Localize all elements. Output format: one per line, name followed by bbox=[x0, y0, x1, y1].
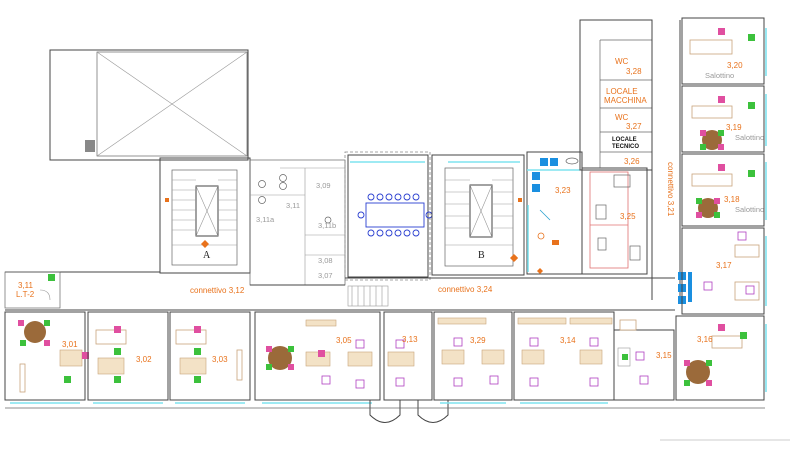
equipment-icon bbox=[532, 184, 540, 192]
round-table bbox=[686, 360, 710, 384]
chair-icon bbox=[748, 34, 755, 41]
locale-tecnico-label-1: LOCALE bbox=[612, 137, 637, 143]
salottino-3: Salottino bbox=[735, 205, 764, 214]
room-label-3-18: 3,18 bbox=[724, 195, 740, 204]
room-label-lt2: L.T-2 bbox=[16, 290, 35, 299]
locale-macchina-label-1: LOCALE bbox=[606, 87, 638, 96]
salottino-2: Salottino bbox=[735, 133, 764, 142]
locale-macchina-label-2: MACCHINA bbox=[604, 96, 647, 105]
room-label-3-25: 3,25 bbox=[620, 212, 636, 221]
round-table bbox=[24, 321, 46, 343]
stair-a-label: A bbox=[203, 250, 211, 261]
room-label-3-11a: 3,11a bbox=[256, 215, 275, 224]
stair-b: B bbox=[431, 154, 525, 276]
room-label-3-11-lt: 3,11 bbox=[18, 281, 34, 290]
room-label-3-11b: 3,11b bbox=[318, 221, 336, 230]
room-label-3-17: 3,17 bbox=[716, 261, 732, 270]
equipment-icon bbox=[540, 158, 548, 166]
round-table bbox=[268, 346, 292, 370]
service-column-right: WC 3,28 LOCALE MACCHINA WC 3,27 LOCALE T… bbox=[579, 19, 653, 171]
meeting-room bbox=[344, 151, 433, 281]
room-label-3-28: 3,28 bbox=[626, 67, 642, 76]
room-label-3-19: 3,19 bbox=[726, 123, 742, 132]
locale-tecnico-label-2: TECNICO bbox=[612, 144, 639, 150]
right-offices: 3,20 Salottino 3,19 Salottino 3,18 Salot… bbox=[675, 17, 767, 401]
room-label-3-16: 3,16 bbox=[697, 335, 713, 344]
stair-b-label: B bbox=[478, 250, 485, 261]
room-label-3-27: 3,27 bbox=[626, 122, 642, 131]
room-label-3-07: 3,07 bbox=[318, 271, 333, 280]
room-label-3-05: 3,05 bbox=[336, 336, 352, 345]
meeting-chairs bbox=[357, 193, 433, 237]
salottino-1: Salottino bbox=[705, 71, 734, 80]
room-lt-2: 3,11 L.T-2 bbox=[4, 271, 61, 309]
room-label-3-26: 3,26 bbox=[624, 157, 640, 166]
room-label-3-20: 3,20 bbox=[727, 61, 743, 70]
room-label-3-29: 3,29 bbox=[470, 336, 486, 345]
connettivo-3-24-label: connettivo 3,24 bbox=[438, 285, 493, 294]
corridor-lines: connettivo 3,12 connettivo 3,24 bbox=[5, 271, 675, 311]
corridor-3-21: connettivo 3,21 bbox=[651, 20, 692, 304]
room-label-3-23: 3,23 bbox=[555, 186, 571, 195]
chair-icon bbox=[718, 28, 725, 35]
equipment-icon bbox=[532, 172, 540, 180]
round-table bbox=[702, 130, 722, 150]
room-label-3-02: 3,02 bbox=[136, 355, 152, 364]
equipment-icon bbox=[550, 158, 558, 166]
connettivo-3-12-label: connettivo 3,12 bbox=[190, 286, 245, 295]
connettivo-3-21-label: connettivo 3,21 bbox=[666, 162, 675, 217]
room-label-3-11: 3,11 bbox=[286, 201, 300, 210]
room-label-3-01: 3,01 bbox=[62, 340, 78, 349]
room-3-23-zone: 3,23 3,25 bbox=[515, 151, 648, 275]
room-label-3-03: 3,03 bbox=[212, 355, 228, 364]
meeting-table bbox=[365, 202, 425, 228]
room-label-3-08: 3,08 bbox=[318, 256, 333, 265]
stair-a: A bbox=[159, 157, 251, 274]
room-label-3-13: 3,13 bbox=[402, 335, 418, 344]
bottom-offices: 3,01 3,02 3,03 3,05 bbox=[4, 311, 675, 423]
wc-top-label: WC bbox=[615, 57, 629, 66]
room-label-3-15: 3,15 bbox=[656, 351, 672, 360]
round-table bbox=[698, 198, 718, 218]
room-label-3-09: 3,09 bbox=[316, 181, 331, 190]
service-block: 3,09 3,11 3,11a 3,11b 3,08 3,07 bbox=[249, 159, 346, 286]
courtyard bbox=[49, 49, 249, 161]
room-label-3-14: 3,14 bbox=[560, 336, 576, 345]
wc-mid-label: WC bbox=[615, 113, 629, 122]
